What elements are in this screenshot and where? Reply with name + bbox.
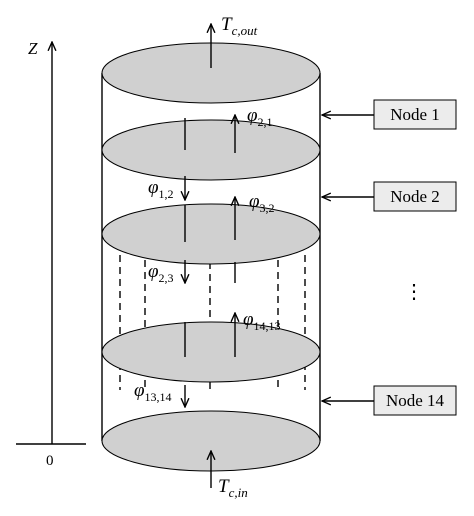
flux-label-1-2: φ1,2 — [148, 177, 174, 201]
flux-label-14-13: φ14,13 — [243, 309, 281, 333]
disk-node-1 — [101, 119, 321, 181]
disk-node-2 — [101, 203, 321, 265]
flux-label-2-3: φ2,3 — [148, 261, 174, 285]
ellipsis: ⋮ — [404, 281, 424, 303]
disk-node-14 — [101, 321, 321, 383]
flux-label-3-2: φ3,2 — [249, 191, 275, 215]
outlet-temp-label: Tc,out — [221, 14, 258, 38]
inlet-temp-label: Tc,in — [218, 476, 248, 500]
flux-label-2-1: φ2,1 — [247, 105, 273, 129]
node-1-box — [373, 99, 457, 130]
flux-label-13-14: φ13,14 — [134, 380, 172, 404]
node-2-box — [373, 181, 457, 212]
z-axis-label: Z — [28, 39, 38, 58]
node-1-label: Node 1 — [390, 105, 440, 124]
node-14-box — [373, 385, 457, 416]
z-axis-origin: 0 — [46, 453, 54, 469]
node-2-label: Node 2 — [390, 187, 440, 206]
node-14-label: Node 14 — [386, 391, 445, 410]
